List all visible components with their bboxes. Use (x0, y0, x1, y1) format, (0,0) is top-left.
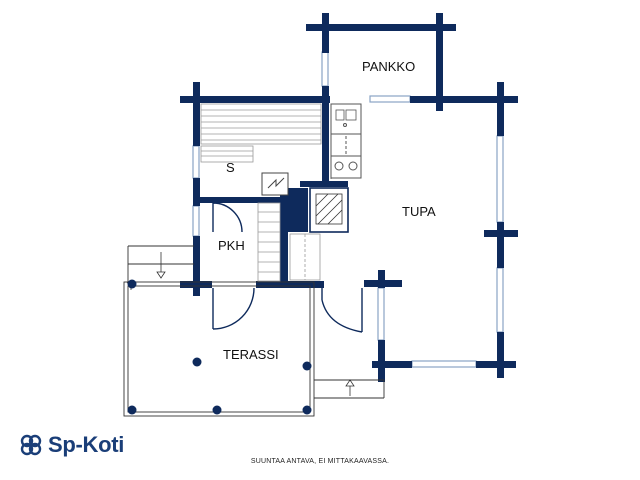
wall-sauna-south (193, 197, 283, 203)
terrace-railing-inner (127, 285, 311, 413)
wall-pankko-post-right (436, 13, 443, 111)
kitchen-counter (330, 103, 362, 179)
room-label-tupa: TUPA (402, 204, 436, 219)
wall-kitchen-partition (322, 104, 329, 182)
wall-pkh-south-left (180, 281, 212, 288)
sp-koti-logo: Sp-Koti (18, 430, 124, 460)
terrace-post (302, 361, 312, 371)
dressing-bench (257, 202, 281, 282)
terrace-post (192, 357, 202, 367)
door-sauna (212, 202, 243, 233)
wall-terrace-east-top (378, 270, 385, 288)
terrace-post (127, 405, 137, 415)
wall-pkh-south-mid (256, 281, 324, 288)
sauna-stove (261, 172, 289, 196)
wall-tupa-south-right (476, 361, 516, 368)
window-tupa-east-lower (496, 267, 504, 333)
wall-tupa-east-top (497, 82, 504, 136)
wall-tupa-east-stub (484, 230, 518, 237)
terrace-post (302, 405, 312, 415)
room-label-terassi: TERASSI (223, 347, 279, 362)
sauna-bench-lower (200, 145, 254, 163)
window-tupa-south (411, 360, 477, 368)
terrace-posts (127, 279, 312, 415)
terrace-railing-outer (123, 281, 315, 417)
wall-terrace-top-right (364, 280, 402, 287)
terrace-post (127, 279, 137, 289)
window-tupa-east-upper (496, 135, 504, 223)
window-pkh-west (192, 205, 200, 237)
sp-koti-logo-icon (20, 434, 42, 456)
doors (212, 202, 363, 333)
wall-west-sauna (193, 82, 200, 146)
terrace (123, 245, 385, 417)
door-tupa-terrace (321, 288, 363, 333)
window-terrace-east (377, 287, 385, 341)
wall-west-lower (193, 236, 200, 296)
wall-main-top-left (180, 96, 330, 103)
wall-tupa-east-bottom (497, 332, 504, 378)
window-pankko-south (369, 95, 411, 103)
window-sauna-west (192, 145, 200, 179)
wall-fireplace-top (300, 181, 348, 187)
sauna-benches (200, 103, 322, 163)
terrace-steps-lower (314, 379, 385, 399)
wall-tupa-south-post (378, 340, 385, 382)
fireplace-bench (289, 233, 321, 281)
room-label-pankko: PANKKO (362, 59, 415, 74)
wall-tupa-south-left (372, 361, 412, 368)
window-pankko-west (321, 51, 329, 87)
sauna-bench-upper (200, 103, 322, 145)
wall-tupa-east-mid (497, 222, 504, 268)
wall-west-mid (193, 178, 200, 206)
walls (180, 13, 518, 382)
wall-pankko-post-left (322, 13, 329, 53)
logo-text: Sp-Koti (48, 432, 125, 457)
wall-pankko-top (306, 24, 456, 31)
fireplace (309, 187, 349, 233)
terrace-post (212, 405, 222, 415)
wall-main-top-right (410, 96, 518, 103)
room-label-s: S (226, 160, 235, 175)
disclaimer-text: SUUNTAA ANTAVA, EI MITTAKAAVASSA. (250, 458, 390, 465)
room-label-pkh: PKH (218, 238, 245, 253)
door-pkh-terrace (212, 287, 255, 330)
